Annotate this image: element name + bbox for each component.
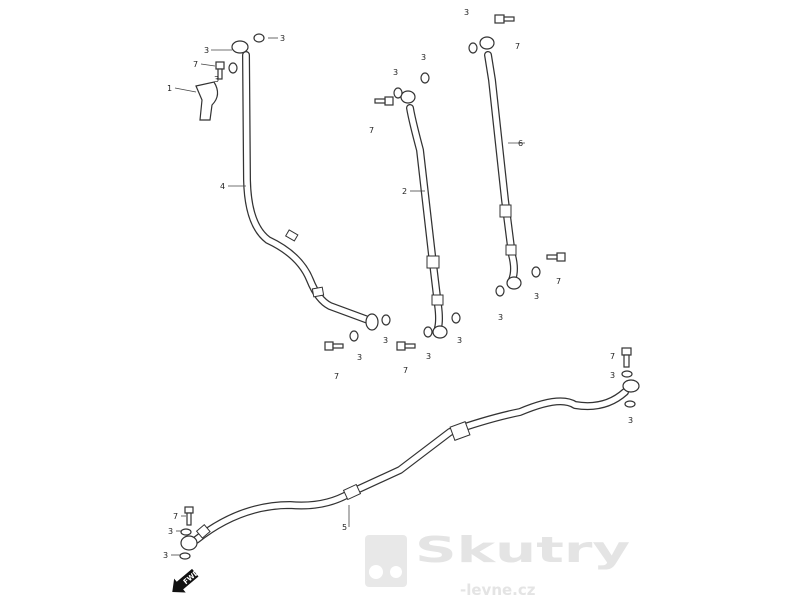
callout: 3 — [426, 352, 431, 361]
callout-labels: 1 3 7 3 3 4 3 3 7 2 3 7 6 7 3 3 7 3 3 7 … — [163, 8, 633, 560]
callout: 7 — [334, 372, 339, 381]
callout: 7 — [515, 42, 520, 51]
callout: 5 — [342, 523, 347, 532]
callout: 3 — [457, 336, 462, 345]
bolts-and-washers — [179, 14, 636, 560]
watermark-subtitle: -levne.cz — [460, 581, 536, 599]
fwd-label: FWD — [182, 568, 201, 586]
watermark-title: Skutry — [415, 530, 630, 571]
watermark-logo: Skutry -levne.cz — [365, 530, 630, 599]
hose-part-2 — [400, 90, 448, 339]
callout: 3 — [498, 313, 503, 322]
callout: 3 — [383, 336, 388, 345]
callout: 7 — [173, 512, 178, 521]
elbow-fitting-part-1 — [195, 81, 219, 121]
forward-direction-arrow: FWD — [172, 568, 201, 593]
callout: 7 — [193, 60, 198, 69]
callout: 3 — [163, 551, 168, 560]
callout: 1 — [167, 84, 172, 93]
callout: 3 — [357, 353, 362, 362]
callout: 3 — [393, 68, 398, 77]
callout: 7 — [369, 126, 374, 135]
callout: 3 — [421, 53, 426, 62]
callout: 3 — [204, 46, 209, 55]
callout: 3 — [464, 8, 469, 17]
callout: 3 — [628, 416, 633, 425]
callout: 3 — [534, 292, 539, 301]
callout: 7 — [556, 277, 561, 286]
callout: 3 — [214, 75, 219, 84]
hose-part-6 — [479, 36, 522, 290]
callout: 7 — [610, 352, 615, 361]
leader-lines — [171, 37, 525, 556]
callout: 4 — [220, 182, 225, 191]
hose-part-5 — [180, 379, 640, 551]
callout: 2 — [402, 187, 407, 196]
callout: 6 — [518, 139, 523, 148]
callout: 3 — [610, 371, 615, 380]
hose-part-4 — [231, 40, 379, 331]
callout: 7 — [403, 366, 408, 375]
callout: 3 — [168, 527, 173, 536]
callout: 3 — [280, 34, 285, 43]
